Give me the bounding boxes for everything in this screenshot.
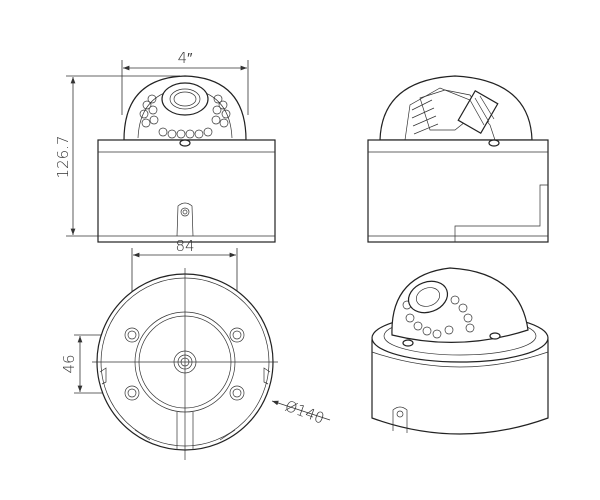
front-view: 4″ 126.7 [54, 49, 276, 243]
lens-side [457, 89, 499, 135]
housing-side [367, 139, 549, 243]
hole-spacing-v-label: 46 [60, 354, 78, 373]
mounting-holes [124, 327, 245, 401]
center-hole [173, 350, 197, 374]
dome-cover-side [379, 75, 533, 141]
housing [97, 139, 276, 243]
diameter-label: Ø140 [283, 397, 327, 428]
ir-leds-side [411, 99, 439, 135]
lens [161, 82, 209, 116]
hole-spacing-h-label: 84 [175, 237, 194, 255]
lens-perspective [407, 280, 449, 314]
perspective-view [371, 267, 549, 435]
diameter-leader [271, 400, 331, 421]
width-label: 4″ [178, 49, 194, 67]
bottom-view: 84 46 Ø140 [60, 237, 331, 460]
height-label: 126.7 [54, 136, 72, 179]
ir-led-ring [139, 94, 231, 139]
side-view [367, 75, 549, 243]
